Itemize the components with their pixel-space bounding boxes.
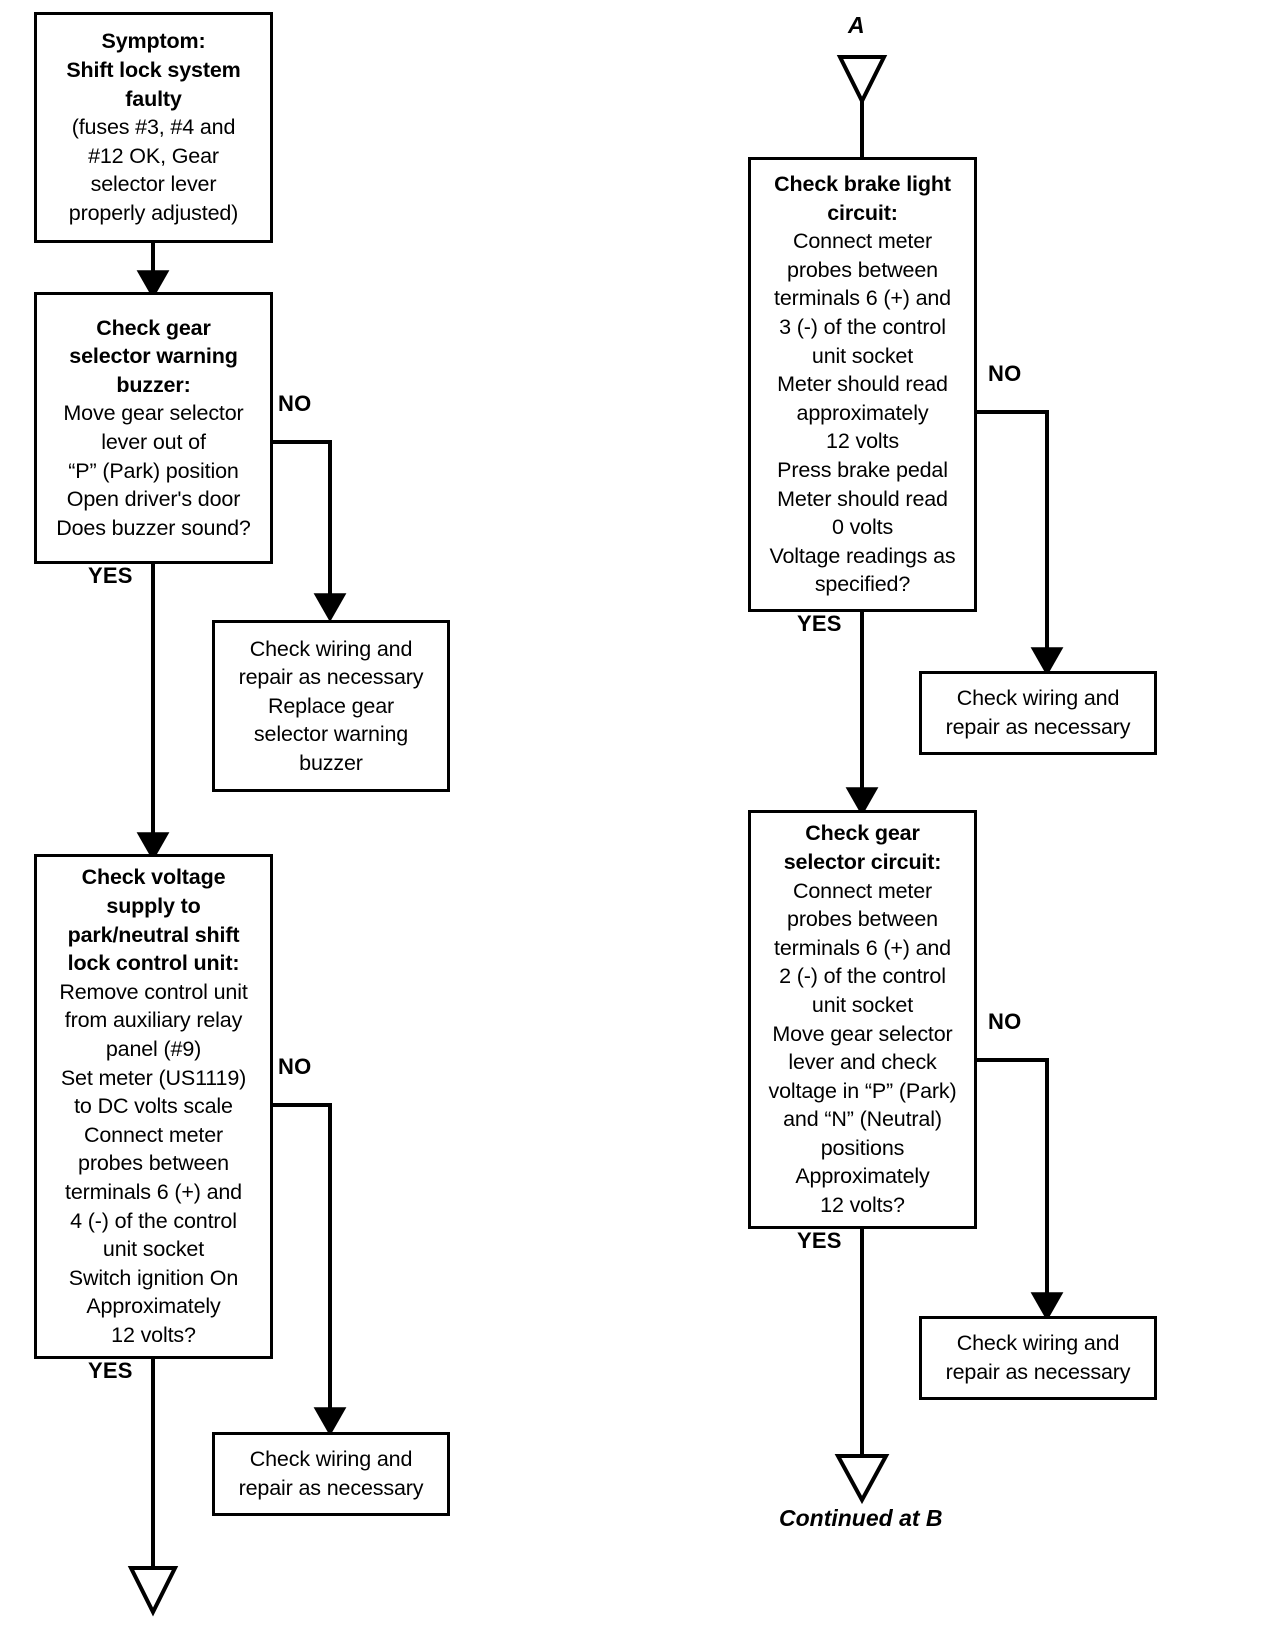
node-text-line: repair as necessary bbox=[945, 715, 1131, 739]
node-text-line: Connect meter bbox=[792, 229, 933, 254]
node-text-line: 3 (-) of the control bbox=[779, 315, 946, 340]
node-text-line: terminals 6 (+) and bbox=[774, 935, 951, 960]
node-text-line: Does buzzer sound? bbox=[56, 515, 251, 540]
node-text-line: Approximately bbox=[795, 1164, 930, 1189]
node-text-line: repair as necessary bbox=[238, 1476, 424, 1500]
node-text-line: Move gear selector bbox=[63, 401, 244, 426]
node-symptom: Symptom: Shift lock system faulty (fuses #3… bbox=[34, 12, 273, 243]
node-text-line: to DC volts scale bbox=[74, 1094, 233, 1119]
node-text-line: properly adjusted) bbox=[68, 200, 239, 225]
node-text-line: circuit: bbox=[827, 200, 898, 225]
node-text-line: Voltage readings as bbox=[769, 543, 956, 568]
node-text-line: 12 volts? bbox=[111, 1322, 196, 1347]
node-text-line: 12 volts? bbox=[820, 1193, 905, 1218]
edge-label-brake-no: NO bbox=[988, 361, 1022, 386]
node-text-line: Meter should read bbox=[777, 486, 948, 511]
edge-brake-no bbox=[977, 410, 1064, 676]
node-text-line: selector warning bbox=[253, 722, 409, 747]
edge-label-voltage-yes: YES bbox=[88, 1358, 133, 1383]
node-text-line: Connect meter bbox=[83, 1122, 224, 1147]
node-text-line: Symptom: bbox=[101, 29, 206, 54]
node-check-gear-selector-warning-buzzer: Check gear selector warning buzzer: Move ge… bbox=[34, 292, 273, 564]
node-text-line: 2 (-) of the control bbox=[779, 964, 946, 989]
edge-gear-selector-no bbox=[977, 1058, 1064, 1321]
node-text-line: repair as necessary bbox=[945, 1360, 1131, 1384]
exit-triangle-b bbox=[834, 1454, 890, 1505]
connector-tag-a: A bbox=[848, 12, 865, 38]
node-text-line: (fuses #3, #4 and bbox=[71, 115, 236, 140]
node-text-line: 4 (-) of the control bbox=[70, 1208, 237, 1233]
node-check-wiring-gear-selector: Check wiring and repair as necessary bbox=[919, 1316, 1157, 1400]
node-text-line: selector circuit: bbox=[783, 849, 942, 874]
entry-triangle-a bbox=[836, 55, 888, 106]
node-text-line: panel (#9) bbox=[105, 1037, 202, 1062]
node-text-line: approximately bbox=[796, 400, 929, 425]
edge-label-gear-selector-yes: YES bbox=[797, 1228, 842, 1253]
node-text-line: Connect meter bbox=[792, 878, 933, 903]
node-text-line: park/neutral shift bbox=[67, 922, 240, 947]
node-text-line: lever and check bbox=[788, 1050, 937, 1075]
node-text-line: lever out of bbox=[101, 430, 206, 454]
node-text-line: probes between bbox=[78, 1151, 229, 1176]
node-text-line: unit socket bbox=[102, 1237, 205, 1262]
node-text-line: from auxiliary relay bbox=[64, 1008, 243, 1033]
node-text-line: Check voltage bbox=[81, 865, 226, 890]
edge-label-buzzer-yes: YES bbox=[88, 563, 133, 588]
node-text-line: 12 volts bbox=[826, 429, 899, 454]
node-text-line: probes between bbox=[787, 257, 938, 282]
edge-label-brake-yes: YES bbox=[797, 611, 842, 636]
node-check-gear-selector-circuit: Check gear selector circuit: Connect meter… bbox=[748, 810, 977, 1229]
node-text-line: Press brake pedal bbox=[777, 457, 948, 482]
node-text-line: Check gear bbox=[96, 315, 211, 340]
node-text-line: selector warning bbox=[69, 344, 238, 369]
node-text-line: Check brake light bbox=[774, 172, 951, 197]
node-text-line: Check wiring and bbox=[249, 1447, 413, 1472]
node-text-line: unit socket bbox=[811, 992, 914, 1017]
edge-label-buzzer-no: NO bbox=[278, 391, 312, 416]
node-text-line: buzzer: bbox=[116, 372, 191, 397]
node-text-line: repair as necessary bbox=[238, 665, 424, 690]
node-text-line: Switch ignition On bbox=[68, 1265, 239, 1290]
node-check-wiring-brake-light: Check wiring and repair as necessary bbox=[919, 671, 1157, 755]
node-text-line: Replace gear bbox=[267, 693, 395, 718]
node-text-line: Check gear bbox=[805, 821, 920, 846]
node-text-line: Remove control unit bbox=[59, 979, 248, 1004]
node-text-line: #12 OK, Gear bbox=[88, 143, 219, 168]
node-check-voltage-supply-control-unit: Check voltage supply to park/neutral shift… bbox=[34, 854, 273, 1359]
node-text-line: voltage in “P” (Park) bbox=[768, 1078, 957, 1103]
exit-triangle-left bbox=[127, 1566, 179, 1617]
node-text-line: Check wiring and bbox=[956, 686, 1120, 711]
node-text-line: “P” (Park) position bbox=[68, 458, 239, 483]
node-text-line: terminals 6 (+) and bbox=[774, 286, 951, 311]
node-text-line: and “N” (Neutral) bbox=[783, 1107, 942, 1132]
node-text-line: 0 volts bbox=[831, 515, 894, 540]
node-text-line: selector lever bbox=[90, 172, 217, 197]
node-text-line: probes between bbox=[787, 907, 938, 932]
connector-tag-continued-b: Continued at B bbox=[779, 1505, 943, 1531]
node-text-line: faulty bbox=[125, 86, 182, 111]
node-text-line: positions bbox=[820, 1135, 905, 1160]
node-check-wiring-voltage-supply: Check wiring and repair as necessary bbox=[212, 1432, 450, 1516]
node-text-line: buzzer bbox=[299, 750, 363, 775]
node-text-line: unit socket bbox=[811, 343, 914, 368]
node-text-line: terminals 6 (+) and bbox=[65, 1179, 242, 1204]
edge-buzzer-no bbox=[272, 440, 347, 622]
node-text-line: lock control unit: bbox=[67, 951, 240, 976]
node-text-line: supply to bbox=[106, 894, 201, 919]
node-text-line: Shift lock system bbox=[66, 58, 241, 83]
edge-voltage-no bbox=[272, 1103, 347, 1436]
node-check-brake-light-circuit: Check brake light circuit: Connect meter pr… bbox=[748, 157, 977, 612]
node-text-line: Set meter (US1119) bbox=[60, 1065, 247, 1090]
edge-label-voltage-no: NO bbox=[278, 1054, 312, 1079]
node-text-line: specified? bbox=[814, 572, 911, 597]
node-text-line: Meter should read bbox=[777, 372, 948, 397]
node-text-line: Check wiring and bbox=[956, 1331, 1120, 1356]
edge-label-gear-selector-no: NO bbox=[988, 1009, 1022, 1034]
node-text-line: Check wiring and bbox=[249, 636, 413, 661]
node-text-line: Move gear selector bbox=[772, 1021, 953, 1046]
node-text-line: Approximately bbox=[86, 1294, 221, 1319]
node-text-line: Open driver's door bbox=[66, 487, 241, 512]
